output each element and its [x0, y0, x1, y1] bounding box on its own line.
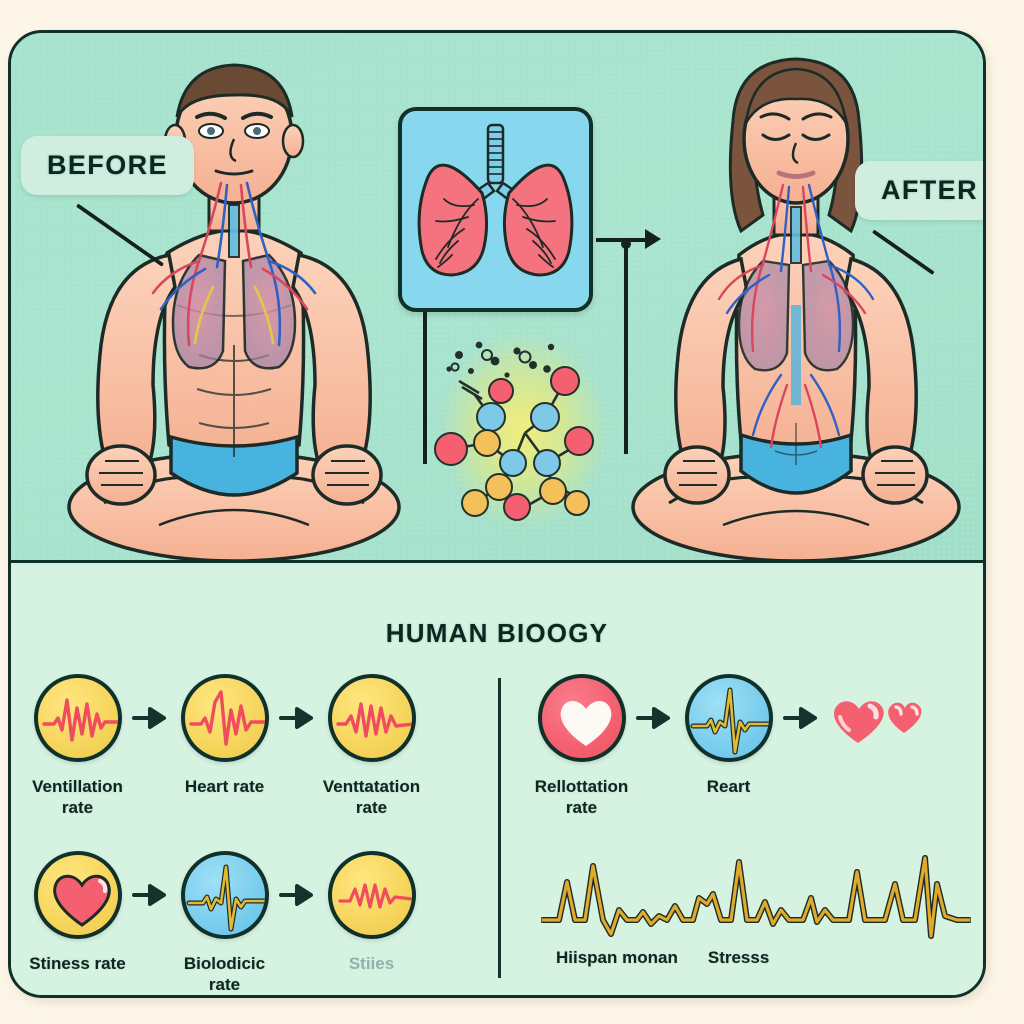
callout-after-label: AFTER	[881, 175, 978, 205]
metric-label: Stiness rate	[29, 954, 126, 973]
long-ecg-waveform	[541, 855, 971, 939]
infographic-frame: BEFORE AFTER HUMAN BIOOGY V	[8, 30, 986, 998]
metric-node-stiies[interactable]: Stiies	[319, 851, 424, 974]
metric-label: Stiies	[348, 954, 395, 973]
metric-node-ventillation-rate[interactable]: Ventillation rate	[25, 674, 130, 819]
heart-icon	[537, 674, 626, 762]
arrow-right-icon	[277, 851, 319, 939]
metric-node-reart[interactable]: Reart	[676, 674, 781, 797]
waveform-labels: Hiispan monan Stresss	[556, 948, 769, 968]
metric-label: Ventillation rate	[32, 777, 123, 818]
ecg-waveform-icon	[180, 674, 269, 762]
arrow-right-icon	[645, 229, 661, 249]
metric-node-venttatation-rate[interactable]: Venttatation rate	[319, 674, 424, 819]
arrow-right-icon	[277, 674, 319, 762]
arrow-right-icon	[781, 674, 823, 762]
metric-node-rellottation-rate[interactable]: Rellottation rate	[529, 674, 634, 819]
ecg-waveform-icon	[180, 851, 269, 939]
arrow-right-icon	[634, 674, 676, 762]
right-group-row-1: Rellottation rate Reart	[529, 674, 928, 819]
two-hearts-icon	[833, 701, 921, 743]
molecule-diagram	[434, 341, 594, 521]
metric-label: Biolodicic rate	[183, 954, 266, 995]
ecg-waveform-icon	[684, 674, 773, 762]
metric-label: Reart	[706, 777, 751, 796]
metric-label: Heart rate	[184, 777, 265, 796]
callout-before[interactable]: BEFORE	[21, 136, 194, 195]
metric-node-biolodicic-rate[interactable]: Biolodicic rate	[172, 851, 277, 995]
bottom-panel: HUMAN BIOOGY Ventillation rate	[11, 566, 983, 995]
top-panel: BEFORE AFTER	[11, 33, 983, 563]
metric-node-stiness-rate[interactable]: Stiness rate	[25, 851, 130, 974]
metric-label: Rellottation rate	[534, 777, 629, 818]
metric-label: Venttatation rate	[322, 777, 421, 818]
left-group-row-2: Stiness rate Biolodicic rate	[25, 851, 424, 995]
page-title: HUMAN BIOOGY	[385, 618, 609, 648]
callout-before-label: BEFORE	[47, 150, 168, 180]
arrow-right-icon	[130, 851, 172, 939]
seated-male-figure-with-respiratory-system	[67, 63, 401, 560]
waveform-label-1: Hiispan monan	[556, 948, 678, 967]
ecg-waveform-icon	[327, 674, 416, 762]
left-group-row-1: Ventillation rate Heart rate	[25, 674, 424, 819]
ecg-waveform-icon	[327, 851, 416, 939]
lungs-icon	[417, 123, 574, 277]
metric-node-two-hearts[interactable]	[823, 674, 928, 762]
metric-node-heart-rate[interactable]: Heart rate	[172, 674, 277, 797]
arrow-right-icon	[130, 674, 172, 762]
lungs-diagram-card	[398, 107, 593, 312]
ecg-waveform-icon	[33, 674, 122, 762]
connector-line-right	[624, 242, 628, 454]
seated-female-figure-with-respiratory-system	[631, 57, 961, 560]
callout-after[interactable]: AFTER	[855, 161, 983, 220]
vertical-divider	[498, 678, 501, 978]
connector-line-left	[423, 312, 427, 464]
connector-dot	[621, 239, 631, 249]
heart-icon	[33, 851, 122, 939]
waveform-label-2: Stresss	[707, 948, 770, 967]
